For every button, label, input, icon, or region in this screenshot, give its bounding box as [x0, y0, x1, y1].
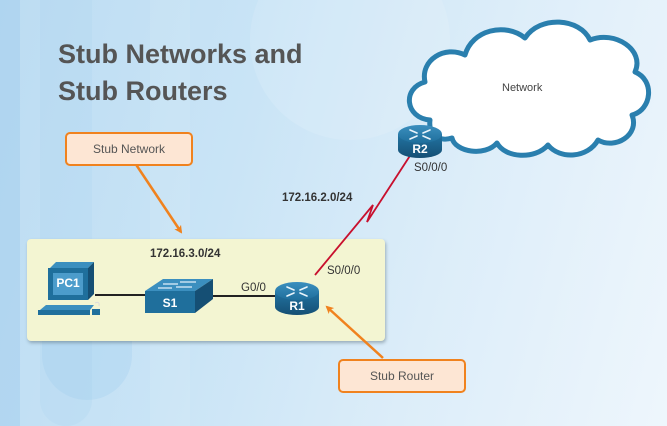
stub-network-callout-text: Stub Network — [92, 142, 166, 156]
pc1-icon[interactable] — [38, 262, 100, 315]
title-line-2: Stub Routers — [58, 76, 228, 106]
pc1-label: PC1 — [56, 276, 80, 290]
background-stripe — [40, 0, 92, 426]
network-cloud — [406, 19, 652, 158]
r2-s0-interface-label: S0/0/0 — [414, 162, 448, 174]
stub-router-callout: Stub Router — [338, 359, 466, 393]
r1-s0-interface-label: S0/0/0 — [327, 265, 361, 277]
stub-router-arrow — [325, 305, 384, 359]
title-line-1: Stub Networks and — [58, 39, 303, 69]
stub-network-arrow — [133, 162, 183, 234]
r1-label: R1 — [289, 299, 305, 313]
r1-g0-interface-label: G0/0 — [241, 282, 266, 294]
s1-label: S1 — [162, 296, 178, 310]
cloud-label: Network — [502, 82, 543, 94]
serial-link-r1-r2 — [314, 147, 416, 276]
r1-icon[interactable] — [275, 282, 319, 315]
wan-network-label: 172.16.2.0/24 — [282, 192, 353, 204]
background-stripe — [150, 0, 190, 426]
cloud-shape — [406, 19, 652, 158]
slide-title: Stub Networks and Stub Routers — [58, 36, 303, 110]
stub-network-callout: Stub Network — [65, 132, 193, 166]
s1-icon[interactable] — [145, 279, 213, 313]
r2-icon[interactable] — [398, 125, 442, 158]
background-stripe — [0, 0, 20, 426]
lan-network-label: 172.16.3.0/24 — [150, 248, 221, 260]
stub-router-callout-text: Stub Router — [369, 369, 435, 383]
r2-label: R2 — [412, 142, 428, 156]
